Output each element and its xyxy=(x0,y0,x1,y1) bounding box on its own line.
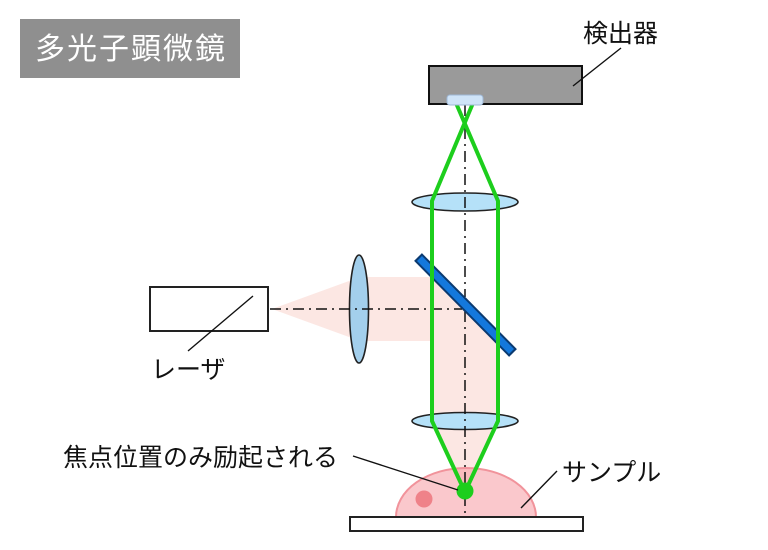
laser-body xyxy=(149,286,269,332)
focus-note-leader-line xyxy=(352,455,459,491)
detector-window xyxy=(446,94,484,106)
excitation-beam-vertical xyxy=(434,274,496,421)
laser-label: レーザ xyxy=(151,355,226,384)
detector-leader-line xyxy=(572,47,622,87)
emission-beam-left xyxy=(430,102,475,493)
page-title: 多光子顕微鏡 xyxy=(35,32,227,67)
laser-leader-line xyxy=(187,295,254,352)
focus-spot xyxy=(456,482,474,500)
sample-inner-spot xyxy=(415,490,433,508)
focus-note-label: 焦点位置のみ励起される xyxy=(63,443,338,472)
sample-leader-line xyxy=(520,470,558,509)
detector-label: 検出器 xyxy=(583,19,658,48)
sample-label: サンプル xyxy=(562,458,661,487)
sample-stage xyxy=(349,516,584,532)
title-badge xyxy=(20,19,240,78)
emission-beam-right xyxy=(454,102,500,493)
